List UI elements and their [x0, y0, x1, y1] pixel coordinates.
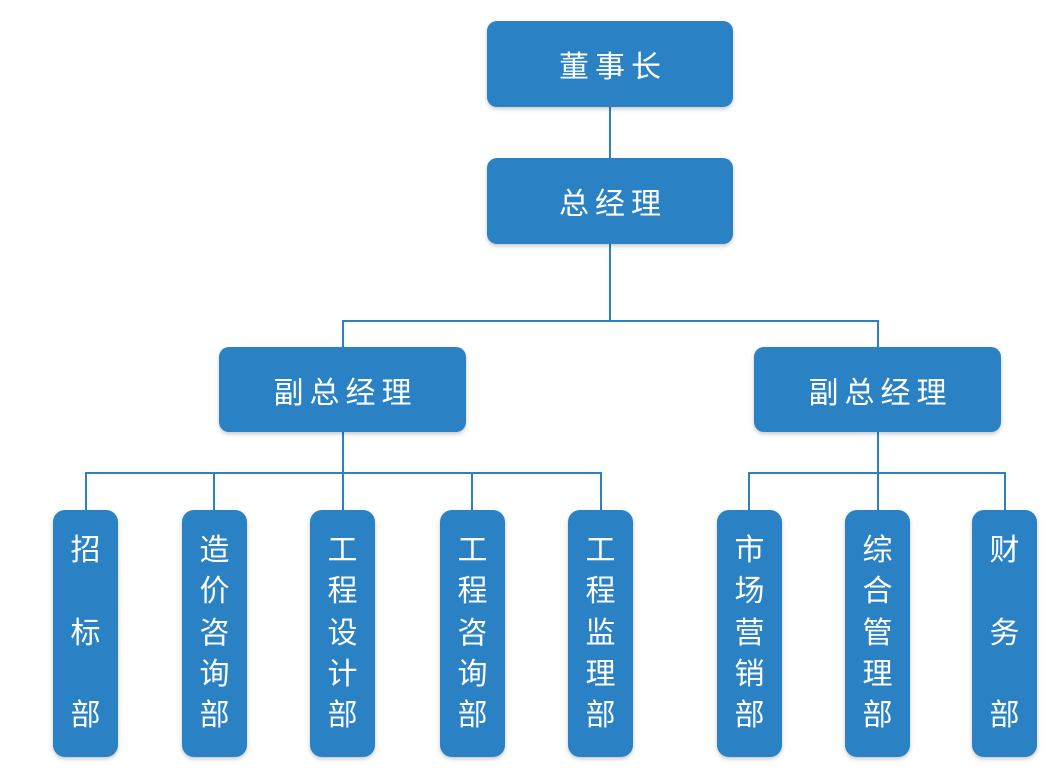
connector-dept-drop: [1004, 472, 1006, 510]
node-general-manager: 总经理: [487, 158, 733, 244]
connector-dept-drop: [600, 472, 602, 510]
connector-deputies-crossbar: [342, 320, 879, 322]
connector-deputy-left-drop: [342, 322, 344, 347]
connector-deputy-right-drop: [877, 322, 879, 347]
node-dept-general-management: 综合管理部: [845, 510, 910, 757]
connector-deputy-left-stem: [342, 432, 344, 472]
node-deputy-gm-right: 副总经理: [754, 347, 1001, 432]
node-dept-cost-consulting: 造价咨询部: [182, 510, 247, 757]
connector-dept-drop: [85, 472, 87, 510]
connector-dept-drop: [471, 472, 473, 510]
connector-dept-drop: [877, 472, 879, 510]
connector-deputy-right-stem: [877, 432, 879, 472]
connector-dept-drop: [213, 472, 215, 510]
node-dept-engineering-supervision: 工程监理部: [568, 510, 633, 757]
connector-chairman-gm: [609, 107, 611, 158]
connector-gm-stem: [609, 244, 611, 321]
node-dept-finance: 财务部: [972, 510, 1037, 757]
node-chairman: 董事长: [487, 21, 733, 107]
connector-dept-drop: [342, 472, 344, 510]
connector-dept-drop: [748, 472, 750, 510]
node-dept-engineering-design: 工程设计部: [310, 510, 375, 757]
node-dept-engineering-consulting: 工程咨询部: [440, 510, 505, 757]
node-dept-marketing: 市场营销部: [717, 510, 782, 757]
node-deputy-gm-left: 副总经理: [219, 347, 466, 432]
node-dept-bidding: 招标部: [53, 510, 118, 757]
